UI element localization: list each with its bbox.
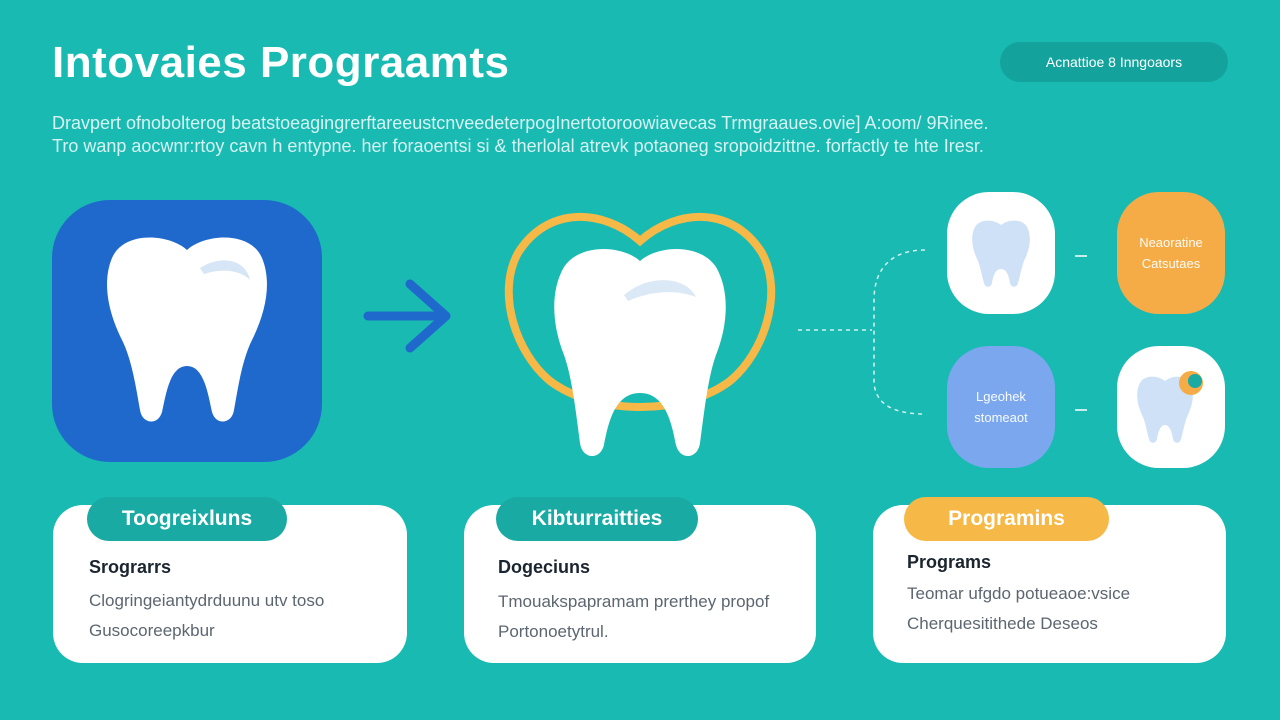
card-tab-1[interactable]: Toogreixluns [87, 497, 287, 541]
tooth-icon [107, 237, 267, 422]
card-text: Cherquesitithede Deseos [907, 614, 1098, 633]
card-heading: Srograrrs [89, 557, 172, 577]
tooth-icon [972, 220, 1030, 287]
card-heading: Dogeciuns [498, 557, 591, 577]
mini-tile-label: Lgeohek stomeaot [974, 389, 1028, 425]
mini-tile-orange: Neaoratine Catsutaes [1117, 192, 1225, 314]
card-tab-2[interactable]: Kibturraitties [496, 497, 698, 541]
mini-tile-decay [1117, 346, 1225, 468]
card-text: Tmouakspapramam prerthey propof [498, 592, 770, 611]
card-text: Teomar ufgdo potueaoe:vsice [907, 584, 1131, 603]
description-line-2: Tro wanp aocwnr:rtoy cavn h entypne. her… [52, 136, 984, 156]
card-text: Clogringeiantydrduunu utv toso [89, 591, 325, 610]
connector-dash [1075, 409, 1087, 411]
tooth-app-tile [52, 200, 322, 462]
mini-tile-label: Neaoratine Catsutaes [1139, 235, 1203, 271]
tooth-decay-icon [1137, 371, 1203, 443]
mini-tile-tooth [947, 192, 1055, 314]
card-text: Portonoetytrul. [498, 622, 609, 641]
description-line-1: Dravpert ofnobolterog beatstoeagingrerft… [52, 113, 989, 133]
page-description: Dravpert ofnobolterog beatstoeagingrerft… [52, 112, 1232, 158]
header-pill-button[interactable]: Acnattioe 8 Inngoaors [1000, 42, 1228, 82]
connector-lines [798, 249, 926, 415]
mini-tile-blue: Lgeohek stomeaot [947, 346, 1055, 468]
card-text: Gusocoreepkbur [89, 621, 215, 640]
highlighted-tooth-icon [504, 212, 776, 457]
page-title: Intovaies Prograamts [52, 38, 510, 87]
connector-dash [1075, 255, 1087, 257]
card-tab-3[interactable]: Programins [904, 497, 1109, 541]
arrow-right-icon [363, 279, 451, 353]
card-heading: Programs [907, 552, 992, 572]
